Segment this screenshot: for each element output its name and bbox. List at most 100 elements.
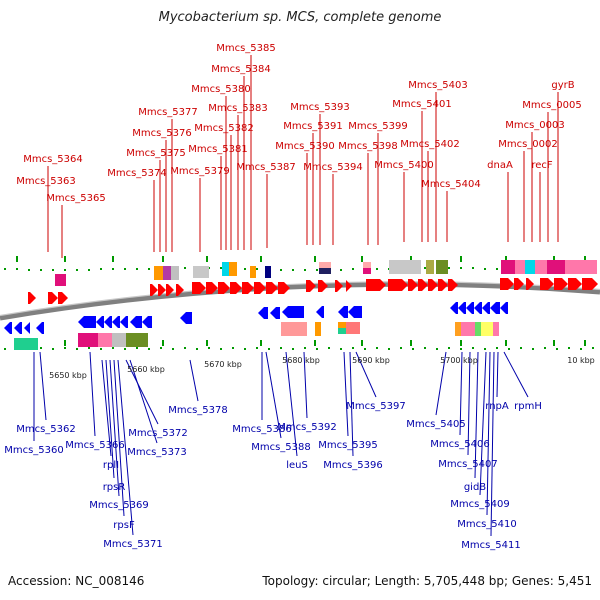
gene-label-top: Mmcs_0002: [498, 139, 558, 150]
gene-leader-line: [189, 359, 199, 402]
scale-dot: [448, 347, 450, 349]
feature-box: [222, 262, 229, 276]
forward-gene-arrow: [306, 280, 316, 292]
scale-major-tick: [206, 340, 208, 346]
scale-dot: [220, 267, 222, 269]
gene-label-bottom: Mmcs_5371: [103, 539, 163, 550]
scale-dot: [112, 268, 114, 270]
reverse-gene-arrow: [36, 322, 44, 334]
gene-label-top: Mmcs_5390: [275, 141, 335, 152]
forward-gene-arrow: [192, 282, 206, 294]
forward-gene-arrow: [166, 284, 174, 296]
gene-label-top: recF: [531, 160, 553, 171]
topology-label: Topology: circular; Length: 5,705,448 bp…: [262, 574, 592, 588]
scale-dot: [256, 347, 258, 349]
scale-major-tick: [460, 340, 462, 346]
scale-dot: [376, 347, 378, 349]
gene-label-top: Mmcs_5379: [170, 166, 230, 177]
scale-dot: [484, 348, 486, 350]
forward-gene-arrow: [266, 282, 278, 294]
scale-dot: [148, 268, 150, 270]
gene-label-top: Mmcs_5394: [303, 162, 363, 173]
gene-label-bottom: gidB: [464, 482, 486, 493]
gene-label-top: Mmcs_5401: [392, 99, 452, 110]
scale-dot: [496, 268, 498, 270]
gene-label-top: Mmcs_5404: [421, 179, 481, 190]
gene-label-bottom: rpsR: [103, 482, 126, 493]
gene-leader-line: [486, 351, 491, 516]
feature-box: [315, 322, 321, 336]
feature-box: [455, 322, 461, 336]
gene-label-top: Mmcs_5391: [283, 121, 343, 132]
scale-major-tick: [505, 256, 507, 262]
scale-major-tick: [314, 340, 316, 346]
gene-leader-line: [89, 351, 96, 437]
scale-dot: [88, 347, 90, 349]
scale-major-tick: [584, 256, 586, 262]
gene-label-top: Mmcs_5365: [46, 193, 106, 204]
gene-leader-line: [39, 351, 47, 421]
reverse-gene-arrow: [4, 322, 12, 334]
feature-box: [229, 262, 237, 276]
gene-label-top: Mmcs_5402: [400, 139, 460, 150]
feature-box: [501, 260, 515, 274]
scale-dot: [304, 269, 306, 271]
scale-dot: [556, 348, 558, 350]
scale-dot: [316, 269, 318, 271]
scale-dot: [352, 347, 354, 349]
feature-box: [163, 266, 171, 280]
gene-leader-line: [467, 351, 471, 456]
gene-label-bottom: rpmH: [514, 401, 542, 412]
reverse-gene-arrow: [78, 316, 96, 328]
gene-leader-line: [503, 351, 529, 398]
reverse-gene-arrow: [338, 306, 348, 318]
reverse-gene-arrow: [482, 302, 490, 314]
scale-dot: [520, 347, 522, 349]
gene-label-bottom: Mmcs_5410: [457, 519, 517, 530]
scale-dot: [4, 268, 6, 270]
scale-dot: [484, 268, 486, 270]
scale-dot: [244, 348, 246, 350]
feature-box: [112, 333, 126, 347]
gene-label-top: Mmcs_5381: [188, 144, 248, 155]
feature-box: [461, 322, 475, 336]
forward-gene-arrow: [366, 279, 386, 291]
gene-label-top: gyrB: [551, 80, 574, 91]
forward-gene-arrow: [500, 278, 514, 290]
gene-label-top: Mmcs_0003: [505, 120, 565, 131]
scale-dot: [472, 267, 474, 269]
gene-leader-line: [355, 351, 377, 398]
coordinate-tick-label: 5700 kbp: [440, 356, 478, 365]
reverse-gene-arrow: [282, 306, 304, 318]
scale-major-tick: [553, 340, 555, 346]
gene-label-top: Mmcs_5363: [16, 176, 76, 187]
feature-box: [126, 333, 148, 347]
coordinate-tick-label: 5690 kbp: [352, 356, 390, 365]
forward-gene-arrow: [278, 282, 290, 294]
scale-major-tick: [206, 256, 208, 262]
scale-dot: [136, 268, 138, 270]
scale-dot: [364, 348, 366, 350]
feature-box: [281, 322, 307, 336]
gene-label-bottom: Mmcs_5396: [323, 460, 383, 471]
gene-label-top: Mmcs_5380: [191, 84, 251, 95]
feature-box: [319, 262, 331, 268]
map-title: Mycobacterium sp. MCS, complete genome: [158, 10, 442, 25]
scale-dot: [220, 348, 222, 350]
reverse-gene-arrow: [466, 302, 474, 314]
scale-dot: [424, 267, 426, 269]
scale-dot: [424, 347, 426, 349]
scale-dot: [292, 348, 294, 350]
gene-leader-line: [125, 359, 159, 425]
scale-dot: [256, 268, 258, 270]
scale-dot: [52, 348, 54, 350]
scale-dot: [76, 269, 78, 271]
gene-label-top: dnaA: [487, 160, 513, 171]
scale-dot: [352, 268, 354, 270]
gene-leader-line: [265, 351, 282, 439]
coordinate-tick-label: 5660 kbp: [127, 365, 165, 374]
feature-box: [171, 266, 179, 280]
reverse-gene-arrow: [142, 316, 152, 328]
feature-box: [363, 268, 371, 274]
scale-dot: [124, 268, 126, 270]
